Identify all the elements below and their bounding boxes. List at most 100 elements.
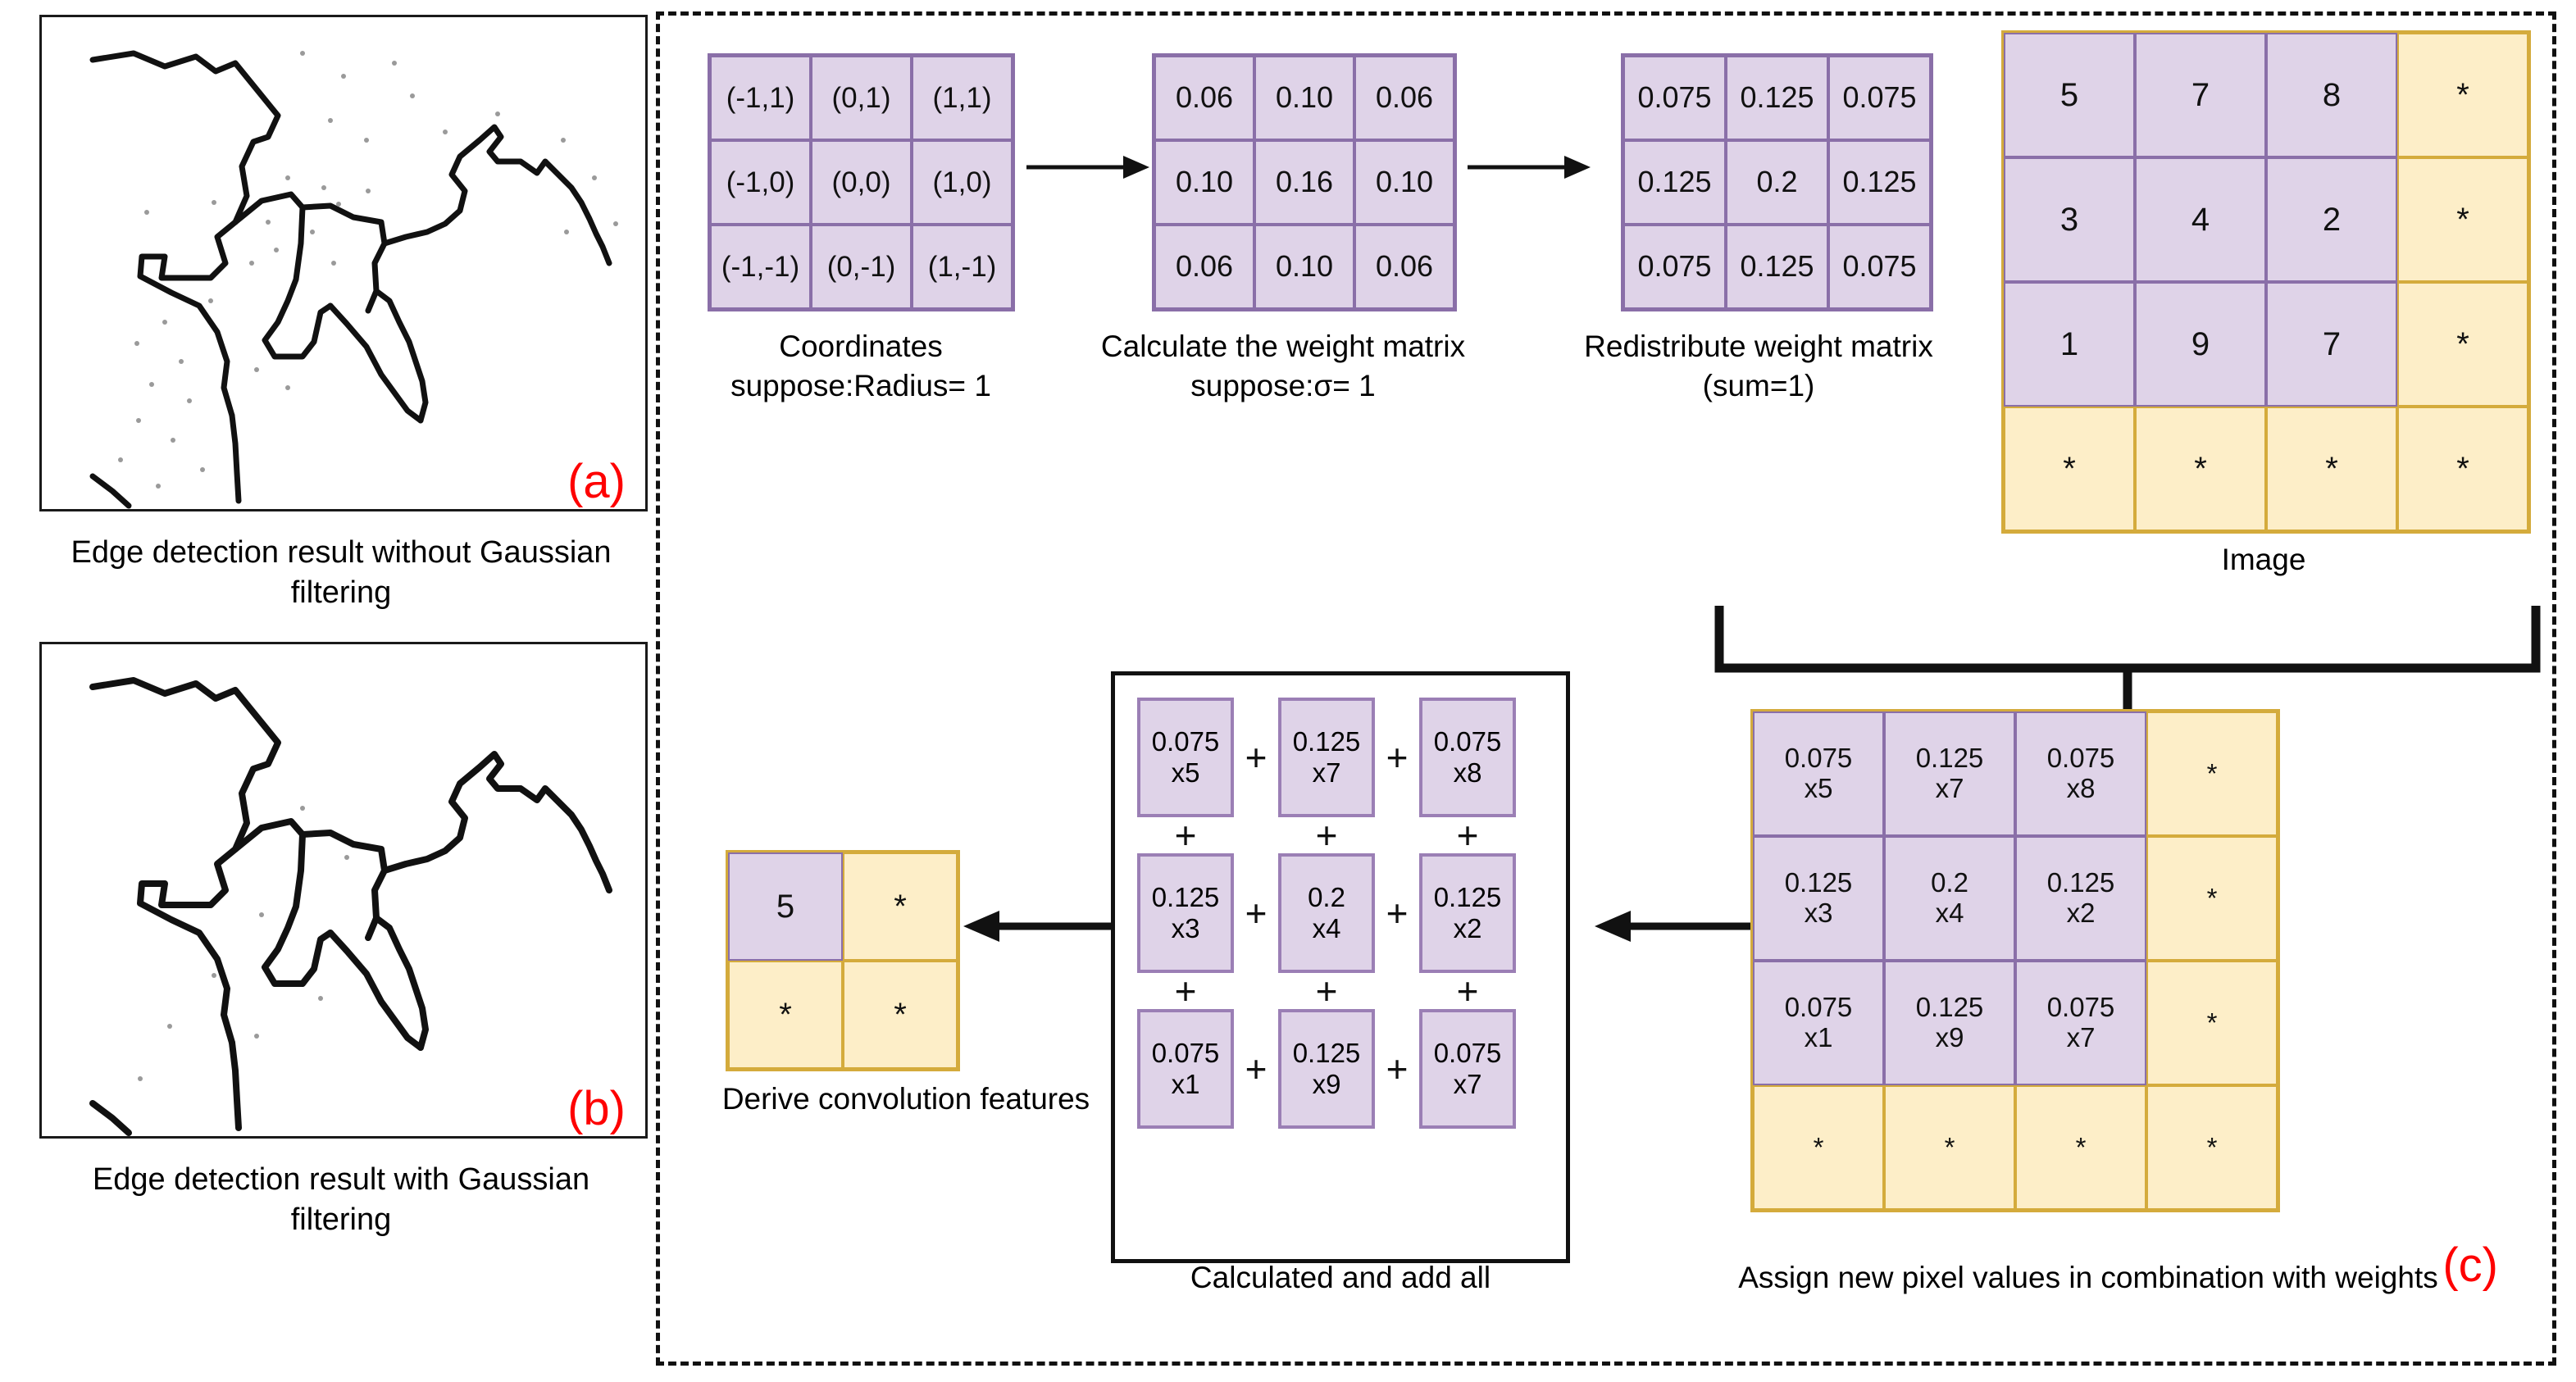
matrix-cell: 0.10: [1354, 140, 1454, 225]
matrix-cell: *: [843, 961, 958, 1069]
matrix-weights: 0.06 0.10 0.06 0.10 0.16 0.10 0.06 0.10 …: [1152, 53, 1457, 311]
caption-sum-box: Calculated and add all: [1190, 1261, 1491, 1294]
plus-operator: +: [1315, 970, 1338, 1012]
matrix-cell: 0.075 x1: [1753, 961, 1884, 1085]
matrix-cell: *: [2146, 836, 2278, 961]
matrix-cell: 0.125: [1623, 140, 1726, 225]
matrix-cell: 0.06: [1354, 225, 1454, 309]
matrix-cell: 0.125 x2: [2015, 836, 2146, 961]
caption-weighted-image: Assign new pixel values in combination w…: [1738, 1261, 2438, 1294]
panel-c-tag: (c): [2442, 1239, 2498, 1292]
caption-weight-matrix: Calculate the weight matrix suppose:σ= 1: [1100, 330, 1466, 403]
matrix-cell: *: [1753, 1085, 1884, 1210]
sum-term: 0.075 x1: [1137, 1009, 1234, 1129]
matrix-cell: (1,1): [912, 56, 1013, 140]
plus-operator: +: [1174, 814, 1197, 857]
arrow-right-icon: [1026, 156, 1149, 179]
matrix-cell: 1: [2004, 282, 2135, 407]
matrix-cell: (-1,0): [710, 140, 811, 225]
sum-term: 0.2 x4: [1278, 853, 1375, 973]
matrix-cell: 0.075: [1623, 225, 1726, 309]
sum-term: 0.075 x5: [1137, 698, 1234, 817]
plus-operator: +: [1386, 892, 1409, 934]
panel-a-tag: (a): [567, 455, 626, 508]
edge-detection-image-a: (a): [39, 15, 648, 511]
matrix-cell: (0,-1): [811, 225, 912, 309]
matrix-cell: 5: [728, 852, 843, 961]
matrix-cell: 0.2: [1726, 140, 1828, 225]
plus-operator: +: [1386, 736, 1409, 779]
sum-term: 0.125 x3: [1137, 853, 1234, 973]
matrix-cell: 0.075: [1828, 225, 1931, 309]
plus-operator: +: [1315, 814, 1338, 857]
matrix-cell: 0.125: [1726, 225, 1828, 309]
matrix-cell: 0.125 x3: [1753, 836, 1884, 961]
matrix-cell: *: [2146, 961, 2278, 1085]
matrix-coordinates: (-1,1) (0,1) (1,1) (-1,0) (0,0) (1,0) (-…: [708, 53, 1015, 311]
arrow-left-icon: [1595, 911, 1750, 942]
sum-term: 0.125 x9: [1278, 1009, 1375, 1129]
arrow-right-icon: [1468, 156, 1591, 179]
matrix-cell: 0.06: [1154, 56, 1254, 140]
matrix-cell: 0.2 x4: [1884, 836, 2015, 961]
matrix-cell: 4: [2135, 157, 2266, 282]
matrix-cell: *: [2397, 407, 2528, 531]
panel-a-caption: Edge detection result without Gaussian f…: [71, 535, 612, 610]
plus-operator: +: [1245, 1048, 1268, 1090]
plus-operator: +: [1245, 892, 1268, 934]
matrix-cell: 0.075 x7: [2015, 961, 2146, 1085]
matrix-cell: *: [2397, 33, 2528, 157]
matrix-cell: 0.125 x9: [1884, 961, 2015, 1085]
caption-redistribute-weights: Redistribute weight matrix (sum=1): [1584, 330, 1933, 403]
matrix-cell: (1,-1): [912, 225, 1013, 309]
matrix-cell: (0,0): [811, 140, 912, 225]
arrow-left-icon: [963, 911, 1111, 942]
caption-convolution-output: Derive convolution features: [721, 1082, 1090, 1116]
plus-operator: +: [1174, 970, 1197, 1012]
matrix-cell: 5: [2004, 33, 2135, 157]
edge-map-b-svg: [89, 677, 612, 1137]
matrix-redistributed-weights: 0.075 0.125 0.075 0.125 0.2 0.125 0.075 …: [1621, 53, 1933, 311]
matrix-cell: 0.10: [1254, 56, 1354, 140]
matrix-cell: *: [2397, 282, 2528, 407]
matrix-cell: 0.125: [1726, 56, 1828, 140]
matrix-cell: *: [843, 852, 958, 961]
matrix-cell: *: [728, 961, 843, 1069]
matrix-cell: 0.125 x7: [1884, 711, 2015, 836]
matrix-cell: *: [2135, 407, 2266, 531]
matrix-cell: *: [2015, 1085, 2146, 1210]
matrix-cell: 0.10: [1154, 140, 1254, 225]
matrix-cell: 7: [2266, 282, 2397, 407]
matrix-cell: (1,0): [912, 140, 1013, 225]
bracket-connector: [1714, 606, 2541, 717]
matrix-cell: *: [1884, 1085, 2015, 1210]
sum-term: 0.075 x7: [1419, 1009, 1516, 1129]
matrix-cell: *: [2146, 711, 2278, 836]
matrix-cell: 3: [2004, 157, 2135, 282]
matrix-cell: 0.075: [1828, 56, 1931, 140]
matrix-cell: 2: [2266, 157, 2397, 282]
matrix-cell: 0.075: [1623, 56, 1726, 140]
panel-a: (a) Edge detection result without Gaussi…: [39, 15, 648, 612]
plus-operator: +: [1245, 736, 1268, 779]
panel-b: (b) Edge detection result with Gaussian …: [39, 642, 648, 1239]
matrix-cell: *: [2266, 407, 2397, 531]
matrix-cell: 0.06: [1154, 225, 1254, 309]
caption-coordinates: Coordinates suppose:Radius= 1: [730, 330, 991, 403]
edge-detection-image-b: (b): [39, 642, 648, 1139]
matrix-cell: *: [2004, 407, 2135, 531]
left-column: (a) Edge detection result without Gaussi…: [39, 15, 648, 1359]
panel-b-tag: (b): [567, 1082, 626, 1136]
plus-operator: +: [1386, 1048, 1409, 1090]
matrix-cell: (-1,1): [710, 56, 811, 140]
matrix-cell: 0.06: [1354, 56, 1454, 140]
matrix-cell: 8: [2266, 33, 2397, 157]
edge-map-a-svg: [89, 50, 618, 509]
matrix-cell: 0.125: [1828, 140, 1931, 225]
sum-box: 0.075 x5 + 0.125 x7 + 0.075 x8 + + + 0.1…: [1111, 671, 1570, 1263]
matrix-cell: 0.16: [1254, 140, 1354, 225]
matrix-cell: (0,1): [811, 56, 912, 140]
matrix-cell: 7: [2135, 33, 2266, 157]
matrix-cell: *: [2146, 1085, 2278, 1210]
